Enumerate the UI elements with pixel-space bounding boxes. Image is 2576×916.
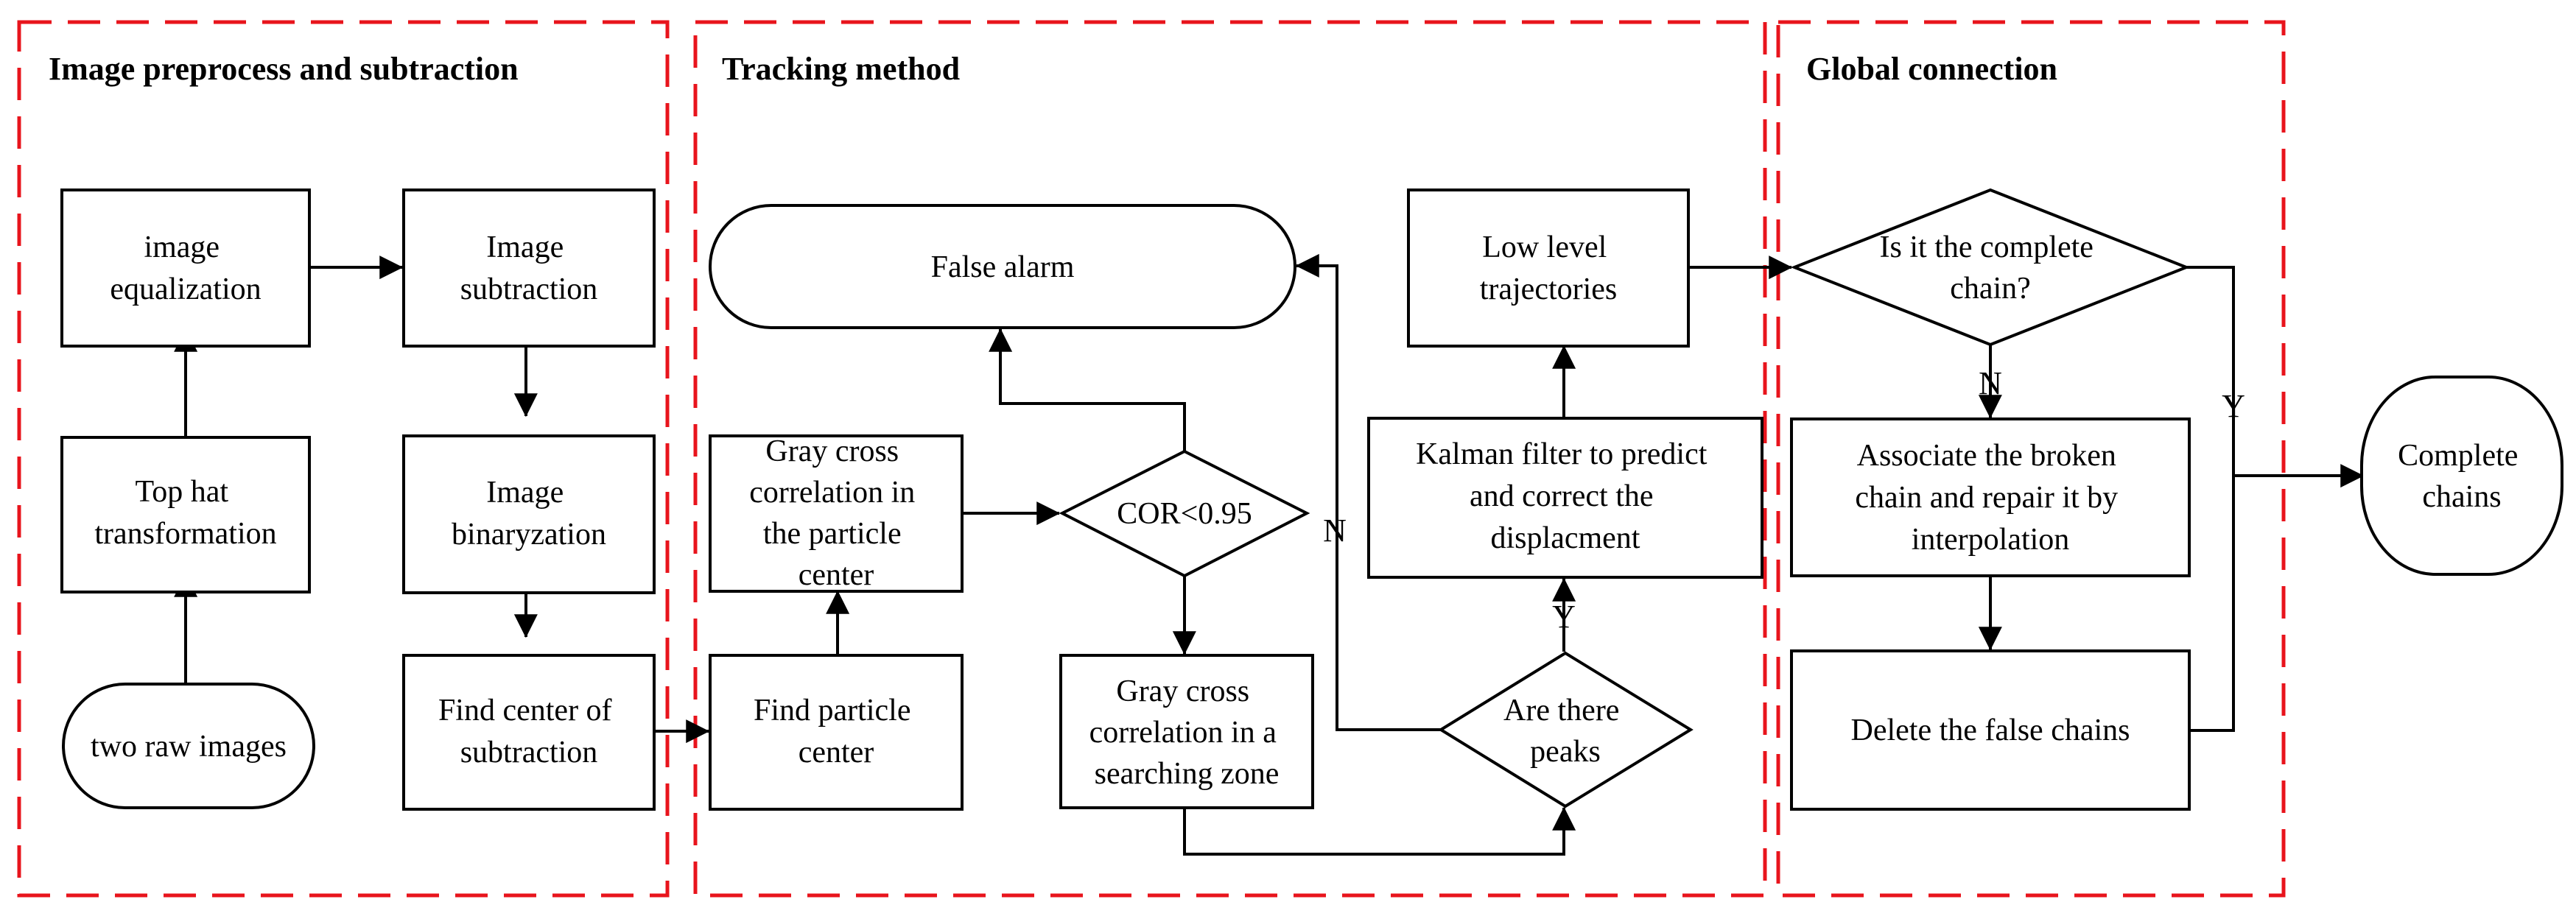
- svg-text:Delete the false chains: Delete the false chains: [1851, 714, 2130, 747]
- node-label: trajectories: [1480, 272, 1618, 306]
- svg-text:Find center of subtracti: Find center of subtraction: [438, 694, 620, 769]
- node-gray-cross-correlation-zone: Gray cross correlation in a searching zo…: [1059, 654, 1314, 809]
- node-label: Are there: [1503, 694, 1619, 727]
- node-label: subtraction: [460, 736, 598, 769]
- node-complete-chain-decision: Is it the complete chain?: [1790, 188, 2191, 347]
- node-label: Low level: [1482, 230, 1607, 264]
- edge-label-y-peaks: Y: [1552, 599, 1576, 635]
- svg-text:Gray cross correlation i: Gray cross correlation in the particle c…: [749, 434, 923, 592]
- node-top-hat-transformation: Top hat transformation: [60, 436, 311, 593]
- node-label: center: [799, 736, 874, 769]
- node-find-particle-center: Find particle center: [709, 654, 964, 811]
- node-label: interpolation: [1912, 523, 2070, 557]
- node-two-raw-images: two raw images: [62, 683, 315, 809]
- svg-text:image equalization: image equalization: [110, 230, 261, 306]
- node-label: and correct the: [1470, 479, 1654, 513]
- node-false-alarm: False alarm: [709, 204, 1296, 329]
- svg-text:Complete chains: Complete chains: [2398, 439, 2526, 514]
- node-associate-broken-chain: Associate the broken chain and repair it…: [1790, 418, 2191, 577]
- edge-peaks-n-to-falsealarm: [1295, 253, 1442, 731]
- node-label: binaryzation: [452, 518, 606, 552]
- node-complete-chains: Complete chains: [2360, 376, 2563, 576]
- panel-preprocess: Image preprocess and subtraction: [17, 20, 670, 898]
- node-label: chain and repair it by: [1855, 481, 2118, 515]
- node-find-center-of-subtraction: Find center of subtraction: [402, 654, 656, 811]
- edge-grayzone-to-peaks: [1183, 806, 1576, 856]
- node-label: image: [144, 230, 220, 264]
- node-label: False alarm: [931, 250, 1075, 284]
- edge-label-y-complete: Y: [2222, 388, 2245, 424]
- node-peaks-decision: Are there peaks: [1438, 651, 1694, 808]
- node-low-level-trajectories: Low level trajectories: [1407, 189, 1690, 348]
- node-label: chain?: [1950, 272, 2031, 306]
- panel-title-global: Global connection: [1806, 51, 2057, 87]
- svg-text:False alarm: False alarm: [931, 250, 1075, 284]
- edge-delete-to-chains: [2186, 476, 2235, 732]
- edge-label-n-cor: N: [1323, 512, 1347, 549]
- node-label: Find particle: [754, 694, 910, 727]
- svg-text:Low level trajectories: Low level trajectories: [1480, 230, 1618, 306]
- node-image-equalization: image equalization: [60, 189, 311, 348]
- node-image-binaryzation: Image binaryzation: [402, 434, 656, 594]
- panel-title-tracking: Tracking method: [722, 51, 960, 87]
- node-label: correlation in: [749, 476, 915, 510]
- svg-text:two raw images: two raw images: [91, 730, 287, 764]
- node-delete-false-chains: Delete the false chains: [1790, 649, 2191, 811]
- node-label: Complete: [2398, 439, 2518, 473]
- svg-text:Find particle center: Find particle center: [754, 694, 919, 769]
- svg-text:COR<0.95: COR<0.95: [1117, 497, 1252, 531]
- node-label: subtraction: [460, 272, 598, 306]
- node-gray-cross-correlation-particle: Gray cross correlation in the particle c…: [709, 434, 964, 593]
- node-label: two raw images: [91, 730, 287, 764]
- node-label: Delete the false chains: [1851, 714, 2130, 747]
- node-label: Kalman filter to predict: [1416, 437, 1708, 471]
- node-label: chains: [2422, 480, 2501, 514]
- svg-text:Is it the complete chain: Is it the complete chain?: [1880, 230, 2102, 306]
- svg-text:Kalman filter to predict: Kalman filter to predict and correct the…: [1416, 437, 1715, 555]
- panel-title-preprocess: Image preprocess and subtraction: [49, 51, 519, 87]
- node-image-subtraction: Image subtraction: [402, 189, 656, 348]
- svg-text:Are there peaks: Are there peaks: [1503, 694, 1627, 769]
- svg-text:Image binaryzation: Image binaryzation: [452, 476, 606, 552]
- panel-tracking: Tracking method: [693, 20, 1767, 898]
- node-label: Gray cross: [765, 434, 899, 468]
- node-label: Find center of: [438, 694, 612, 727]
- node-label: Image: [486, 230, 564, 264]
- node-label: the particle: [763, 517, 902, 551]
- svg-text:Associate the broken cha: Associate the broken chain and repair it…: [1855, 439, 2125, 557]
- edges: [174, 253, 2365, 856]
- node-label: Top hat: [135, 475, 228, 509]
- panel-global: Global connection: [1776, 20, 2286, 898]
- node-cor-decision: COR<0.95: [1059, 449, 1310, 578]
- node-label: peaks: [1530, 735, 1601, 769]
- edge-label-n-complete: N: [1979, 365, 2002, 401]
- node-label: Gray cross: [1116, 674, 1249, 708]
- node-label: displacment: [1491, 521, 1640, 555]
- node-label: Is it the complete: [1880, 230, 2094, 264]
- node-label: correlation in a: [1089, 716, 1277, 750]
- node-label: transformation: [94, 517, 276, 551]
- node-label: center: [799, 558, 874, 592]
- node-label: COR<0.95: [1117, 497, 1252, 531]
- edge-cor-to-falsealarm: [989, 328, 1186, 453]
- svg-text:Gray cross correlation i: Gray cross correlation in a searching zo…: [1089, 674, 1285, 791]
- edge-complete-y-to-chains: [2186, 266, 2365, 488]
- node-label: Image: [486, 476, 564, 510]
- node-label: Associate the broken: [1857, 439, 2116, 473]
- node-kalman-filter: Kalman filter to predict and correct the…: [1367, 417, 1763, 579]
- node-label: equalization: [110, 272, 261, 306]
- svg-text:Image subtraction: Image subtraction: [460, 230, 598, 306]
- node-label: searching zone: [1095, 757, 1280, 791]
- svg-text:Top hat transformation: Top hat transformation: [94, 475, 276, 551]
